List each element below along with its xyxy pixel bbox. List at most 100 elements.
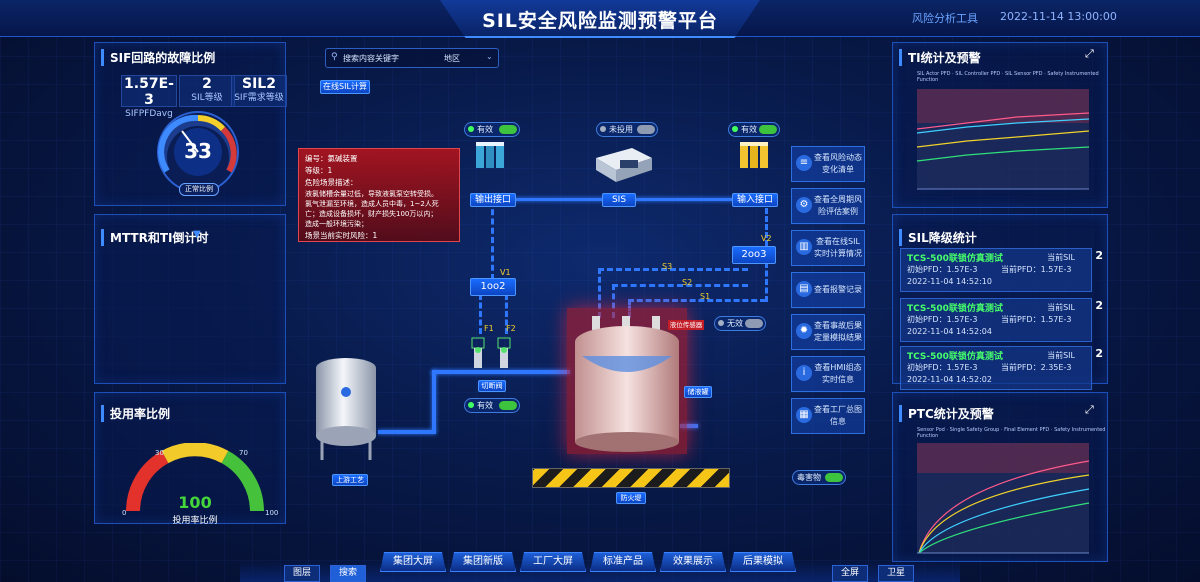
tab-demo[interactable]: 效果展示 xyxy=(660,552,726,572)
link-s2-down xyxy=(612,284,615,318)
tab-group-new[interactable]: 集团新版 xyxy=(450,552,516,572)
flow-label-v1: V1 xyxy=(500,268,511,277)
info-line-6: 造成一般环境污染； xyxy=(305,220,368,228)
expand-icon[interactable]: ⤢ xyxy=(1085,403,1094,416)
node-voter-1oo2[interactable]: 1oo2 xyxy=(470,278,516,296)
usage-value: 100 xyxy=(178,493,212,512)
upstream-vessel-icon xyxy=(316,358,376,460)
toggle-sis-status[interactable]: 未投用 xyxy=(596,122,658,137)
tab-standard-product[interactable]: 标准产品 xyxy=(590,552,656,572)
main-pipe xyxy=(432,370,570,374)
node-output-port[interactable]: 输出接口 xyxy=(470,193,516,207)
link-v2 xyxy=(765,200,768,246)
expand-icon[interactable]: ⤢ xyxy=(1085,47,1094,60)
input-module-icon xyxy=(740,142,768,168)
link-s2 xyxy=(612,284,748,287)
node-sis[interactable]: SIS xyxy=(602,193,636,207)
ptc-chart xyxy=(917,443,1090,554)
node-firewall[interactable]: 防火堤 xyxy=(616,492,646,504)
btn-online-sil[interactable]: ▥查看在线SIL实时计算情况 xyxy=(791,230,865,266)
ptc-panel-title: PTC统计及预警 xyxy=(899,405,994,422)
satellite-button[interactable]: 卫星 xyxy=(878,565,914,582)
cogs-icon: ✹ xyxy=(796,323,812,339)
link-f1 xyxy=(479,294,482,334)
pipe-outlet xyxy=(680,424,698,428)
page-title: SIL安全风险监测预警平台 xyxy=(482,10,718,32)
sil-panel-title: SIL降级统计 xyxy=(899,229,977,246)
chevron-down-icon: ⌄ xyxy=(486,52,493,61)
node-upstream[interactable]: 上游工艺 xyxy=(332,474,368,486)
info-line-4: 氯气泄漏至环境，造成人员中毒，1~2人死 xyxy=(305,200,439,208)
pipe-to-upstream xyxy=(378,430,436,434)
sif-gauge xyxy=(157,111,239,193)
search-button[interactable]: 搜索 xyxy=(330,565,366,582)
tab-consequence[interactable]: 后果模拟 xyxy=(730,552,796,572)
flow-label-s3: S3 xyxy=(662,262,673,271)
usage-panel: 投用率比例 0 30 70 100 100 投用率比例 xyxy=(94,392,286,526)
node-level-sensor[interactable]: 液位传感器 xyxy=(668,320,704,330)
header-datetime: 2022-11-14 13:00:00 xyxy=(1000,10,1117,23)
stat-pfdavg: 1.57E-3 SIFPFDavg xyxy=(121,75,177,119)
info-line-2: 危险场景描述： xyxy=(305,178,358,187)
usage-tick-0: 0 xyxy=(122,509,127,517)
link-s1 xyxy=(628,299,766,302)
btn-plant-map[interactable]: ▦查看工厂总图信息 xyxy=(791,398,865,434)
region-select[interactable]: 地区 xyxy=(444,54,460,63)
info-line-7: 场景当前实时风险：1 xyxy=(305,231,378,240)
flow-label-f1: F1 xyxy=(484,324,494,333)
mttr-panel-title: MTTR和TI倒计时 xyxy=(101,229,208,246)
gauge-status-badge: 正常比例 xyxy=(179,183,219,196)
usage-label: 投用率比例 xyxy=(172,516,218,526)
toggle-poison[interactable]: 毒害物 xyxy=(792,470,846,485)
online-sil-calc-button[interactable]: 在线SIL计算 xyxy=(320,80,370,94)
node-tank[interactable]: 储液罐 xyxy=(684,386,712,398)
ptc-panel: PTC统计及预警 ⤢ Sensor Pod · Single Safety Gr… xyxy=(892,392,1108,562)
tab-plant-screen[interactable]: 工厂大屏 xyxy=(520,552,586,572)
btn-alarm-records[interactable]: ▤查看报警记录 xyxy=(791,272,865,308)
info-line-1: 等级：1 xyxy=(305,166,333,175)
usage-tick-70: 70 xyxy=(239,449,248,457)
toggle-valve-status[interactable]: 有效 xyxy=(464,398,520,413)
pipe-vertical xyxy=(432,370,436,432)
ti-chart xyxy=(916,89,1090,190)
node-valve[interactable]: 切断阀 xyxy=(478,380,506,392)
flow-label-f2: F2 xyxy=(506,324,516,333)
info-line-0: 编号：氯碱装置 xyxy=(305,154,358,163)
fullscreen-button[interactable]: 全屏 xyxy=(832,565,868,582)
toggle-input-status[interactable]: 有效 xyxy=(728,122,780,137)
mttr-panel: MTTR和TI倒计时 ▼ xyxy=(94,214,286,384)
caret-down-icon[interactable]: ▼ xyxy=(193,229,201,240)
usage-tick-30: 30 xyxy=(155,449,164,457)
btn-lifecycle-case[interactable]: ⚙查看全周期风险评估案例 xyxy=(791,188,865,224)
toggle-output-status[interactable]: 有效 xyxy=(464,122,520,137)
info-line-5: 亡；造成设备损坏，财产损失100万以内； xyxy=(305,210,438,218)
chart-icon: ▥ xyxy=(796,239,812,255)
ti-panel-title: TI统计及预警 xyxy=(899,49,981,66)
stat-sil-level: 2 SIL等级 xyxy=(179,75,235,107)
ti-legend: SIL Actor PFD · SIL Controller PFD · SIL… xyxy=(917,71,1099,83)
info-line-3: 液氯储槽余量过低，导致液氯泵空转受损。 xyxy=(305,190,438,198)
node-voter-2oo3[interactable]: 2oo3 xyxy=(732,246,776,264)
search-input[interactable]: 搜索内容关键字 xyxy=(343,54,399,63)
link-v1 xyxy=(491,200,494,280)
layer-button[interactable]: 图层 xyxy=(284,565,320,582)
ptc-legend: Sensor Pod · Single Safety Group · Final… xyxy=(917,427,1106,439)
ti-panel: TI统计及预警 ⤢ SIL Actor PFD · SIL Controller… xyxy=(892,42,1108,208)
risk-tool-link[interactable]: 风险分析工具 xyxy=(912,12,978,25)
tab-group-screen[interactable]: 集团大屏 xyxy=(380,552,446,572)
gear-icon: ⚙ xyxy=(796,197,812,213)
btn-risk-dynamic[interactable]: ≡查看风险动态变化清单 xyxy=(791,146,865,182)
firewall-strip xyxy=(532,468,730,488)
output-module-icon xyxy=(476,142,504,168)
flow-label-v2: V2 xyxy=(761,234,772,243)
btn-consequence-sim[interactable]: ✹查看事故后果定量模拟结果 xyxy=(791,314,865,350)
search-box[interactable]: ⚲ 搜索内容关键字 地区 ⌄ xyxy=(325,48,499,68)
sif-gauge-value: 33 xyxy=(184,139,212,163)
node-input-port[interactable]: 输入接口 xyxy=(732,193,778,207)
toggle-sensor-status[interactable]: 无效 xyxy=(714,316,766,331)
storage-tank-icon xyxy=(575,316,679,452)
